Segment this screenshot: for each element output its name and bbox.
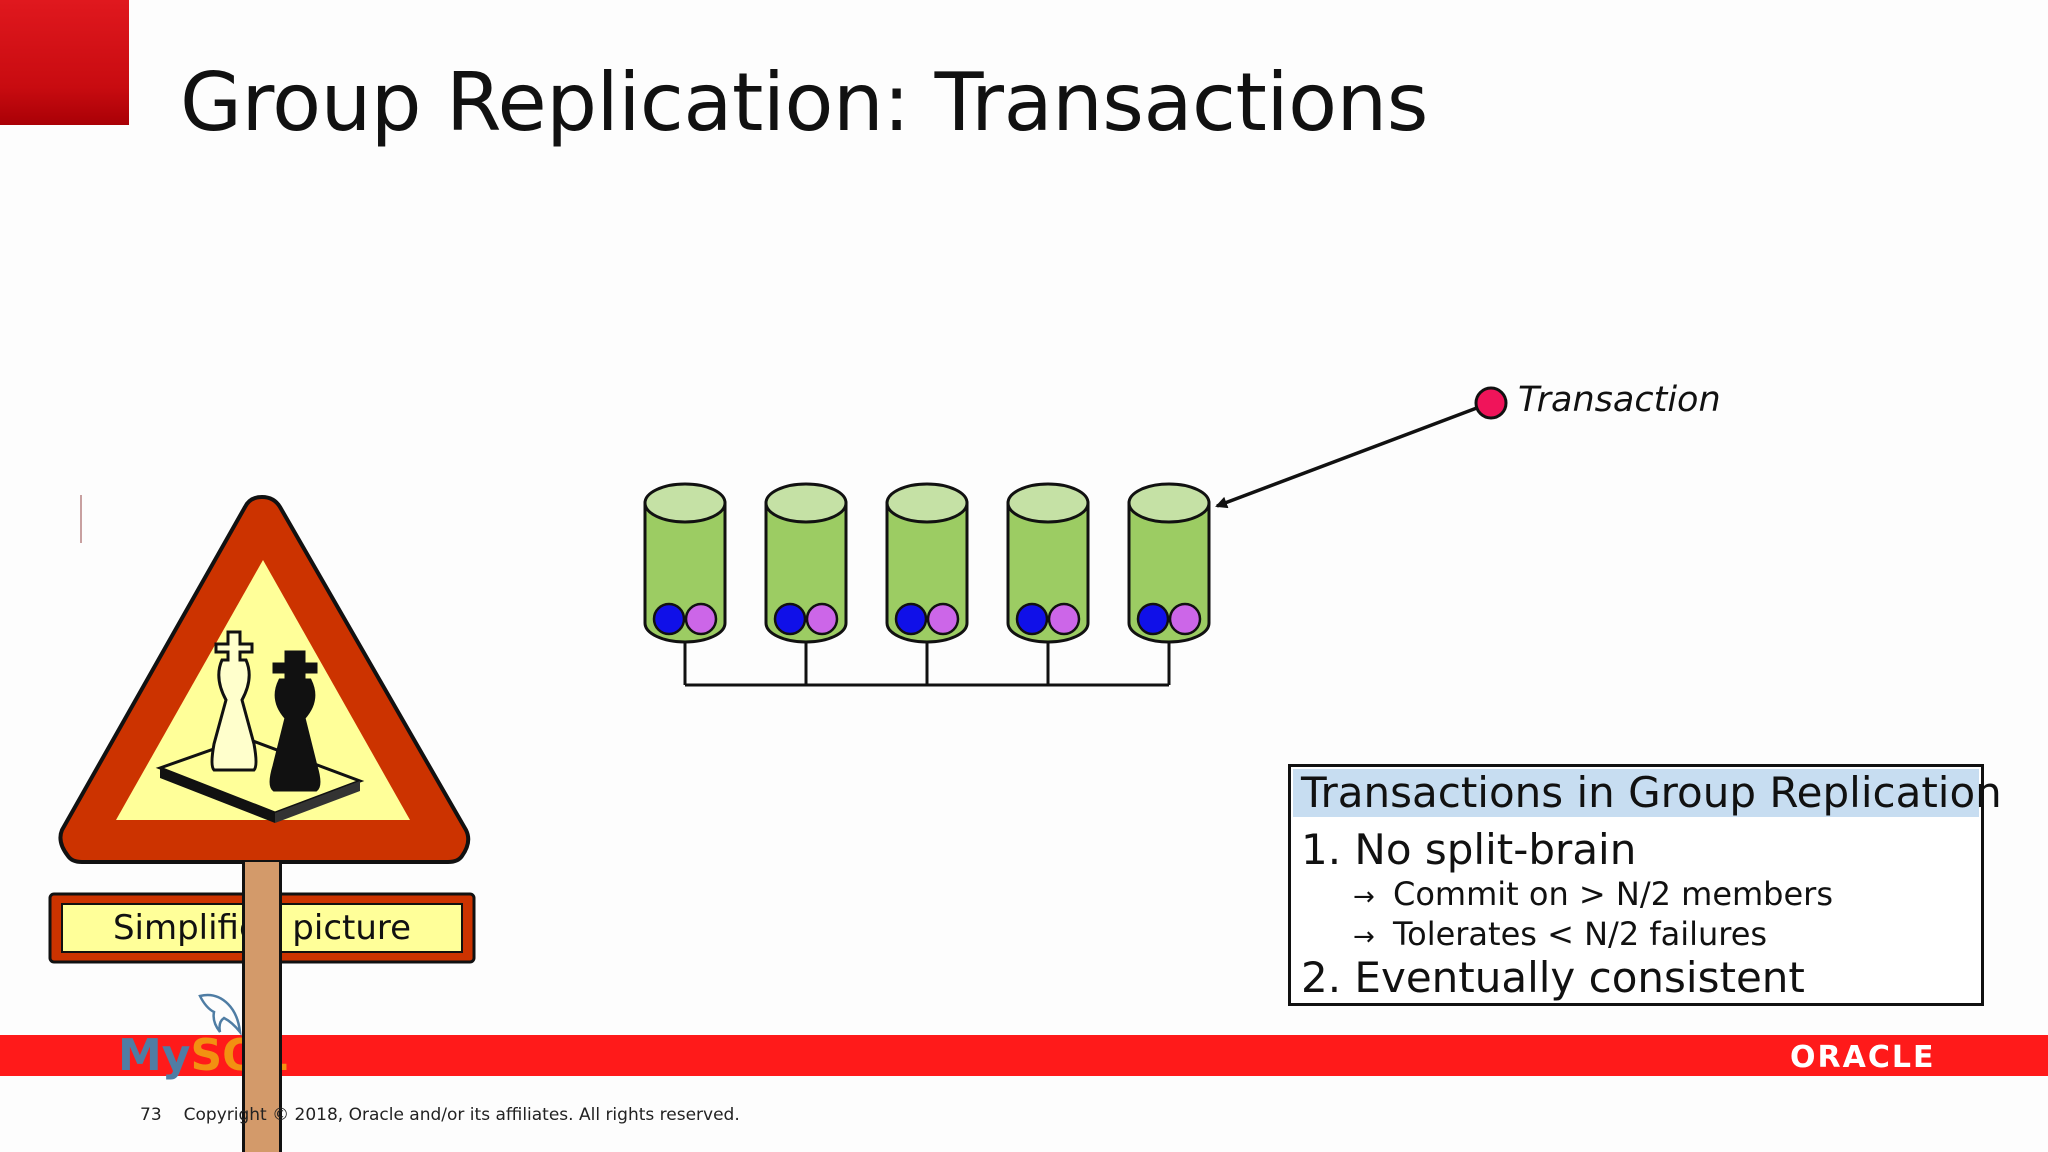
info-subitem-commit: →Commit on > N/2 members bbox=[1353, 875, 1833, 913]
database-node bbox=[645, 484, 725, 642]
arrow-right-icon: → bbox=[1353, 882, 1393, 912]
info-subitem-tolerates: →Tolerates < N/2 failures bbox=[1353, 915, 1767, 953]
oracle-logo: ORACLE bbox=[1790, 1040, 1935, 1075]
applied-transaction-dot bbox=[686, 604, 716, 634]
applied-transaction-dot bbox=[1170, 604, 1200, 634]
info-box: Transactions in Group Replication 1. No … bbox=[1288, 764, 1984, 1006]
applied-transaction-dot bbox=[896, 604, 926, 634]
info-box-header: Transactions in Group Replication bbox=[1293, 769, 1979, 817]
applied-transaction-dot bbox=[1017, 604, 1047, 634]
database-node bbox=[1008, 484, 1088, 642]
database-node bbox=[1129, 484, 1209, 642]
network-bus bbox=[685, 643, 1169, 685]
info-item-consistent: 2. Eventually consistent bbox=[1301, 953, 1805, 1002]
footer-band bbox=[0, 1035, 2048, 1076]
database-node bbox=[887, 484, 967, 642]
applied-transaction-dot bbox=[654, 604, 684, 634]
arrow-right-icon: → bbox=[1353, 922, 1393, 952]
info-item-split-brain: 1. No split-brain bbox=[1301, 825, 1636, 874]
transaction-label: Transaction bbox=[1518, 380, 1721, 420]
transaction-dot bbox=[1476, 388, 1506, 418]
applied-transaction-dot bbox=[1049, 604, 1079, 634]
slide-footer: 73 Copyright © 2018, Oracle and/or its af… bbox=[140, 1105, 740, 1125]
applied-transaction-dot bbox=[775, 604, 805, 634]
applied-transaction-dot bbox=[807, 604, 837, 634]
database-node bbox=[766, 484, 846, 642]
warning-sign bbox=[60, 497, 468, 862]
applied-transaction-dot bbox=[928, 604, 958, 634]
page-number: 73 bbox=[140, 1105, 162, 1125]
applied-transaction-dot bbox=[1138, 604, 1168, 634]
copyright-text: Copyright © 2018, Oracle and/or its affi… bbox=[184, 1105, 740, 1125]
transaction-arrow bbox=[1217, 403, 1490, 506]
